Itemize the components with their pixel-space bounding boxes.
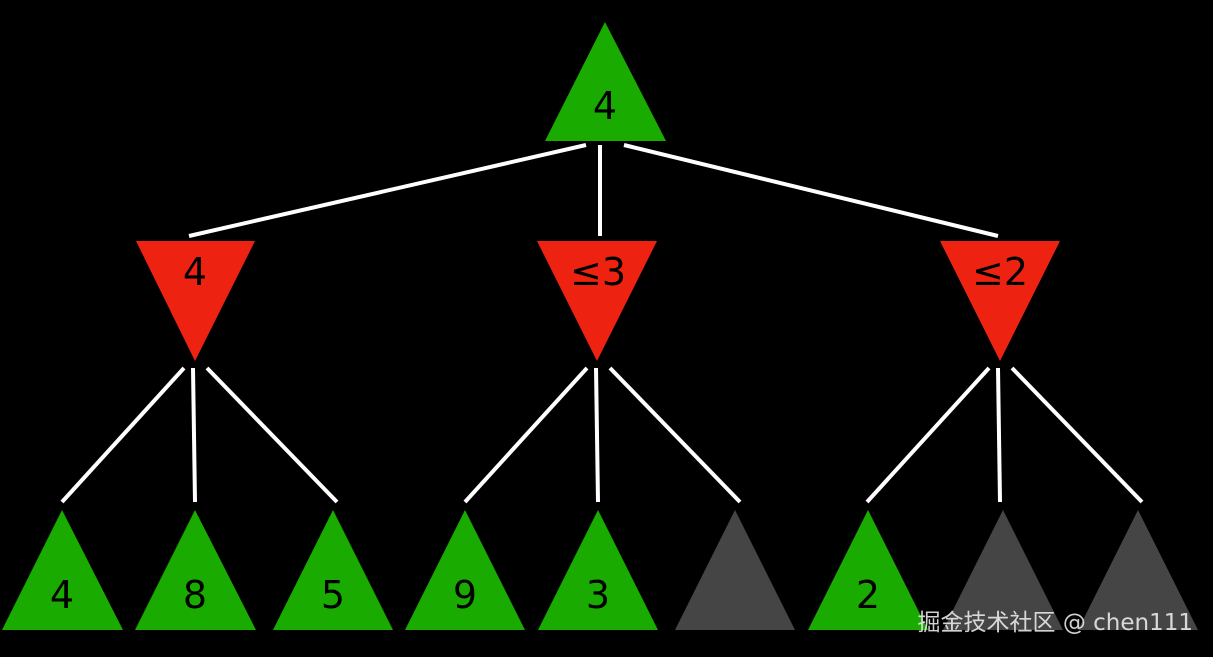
min-node-3-triangle [940,241,1060,361]
leaf-node-3-label: 5 [321,573,345,617]
leaf-node-1-triangle [2,510,123,630]
min-node-2-label: ≤3 [570,250,626,294]
min-node-3-label: ≤2 [972,250,1028,294]
leaf-node-2-triangle [135,510,256,630]
root-node-triangle [545,22,666,141]
leaf-node-3: 5 [273,510,393,630]
leaf-node-2-label: 8 [183,573,207,617]
leaf-node-4: 9 [405,510,525,630]
edge-min-1-to-leaf-2 [191,367,197,503]
leaf-node-5: 3 [538,510,658,630]
edge-min-1-to-leaf-1 [60,366,186,504]
leaf-node-3-triangle [273,510,393,630]
leaf-node-5-label: 3 [586,573,610,617]
root-node-label: 4 [593,84,617,128]
min-node-2: ≤3 [537,241,657,361]
edge-min-1-to-leaf-3 [205,366,339,504]
leaf-node-9-triangle [1078,510,1198,630]
leaf-node-7: 2 [808,510,928,630]
min-node-2-triangle [537,241,657,361]
leaf-node-8-triangle [943,510,1063,630]
min-node-3: ≤2 [940,241,1060,361]
edge-min-2-to-leaf-6 [608,366,742,504]
edge-min-3-to-leaf-7 [865,366,991,504]
leaf-node-1-label: 4 [50,573,74,617]
leaf-node-4-label: 9 [453,573,477,617]
leaf-node-5-triangle [538,510,658,630]
leaf-node-6-pruned [675,510,795,630]
edge-min-3-to-leaf-9 [1010,366,1144,504]
leaf-node-7-triangle [808,510,928,630]
min-node-1: 4 [136,241,255,361]
min-node-1-triangle [136,241,255,361]
edge-min-2-to-leaf-4 [463,366,589,504]
edge-root-to-min-3 [623,143,999,238]
min-node-1-label: 4 [183,250,207,294]
root-node: 4 [545,22,666,141]
leaf-node-4-triangle [405,510,525,630]
leaf-node-8-pruned [943,510,1063,630]
leaf-node-7-label: 2 [856,573,880,617]
edge-min-3-to-leaf-8 [996,367,1002,503]
watermark-text: 掘金技术社区 @ chen111 [917,610,1193,636]
edge-min-2-to-leaf-5 [594,367,600,503]
leaf-node-6-triangle [675,510,795,630]
leaf-node-1: 4 [2,510,123,630]
leaf-node-9-pruned [1078,510,1198,630]
leaf-node-2: 8 [135,510,256,630]
edge-root-to-min-1 [188,143,587,238]
